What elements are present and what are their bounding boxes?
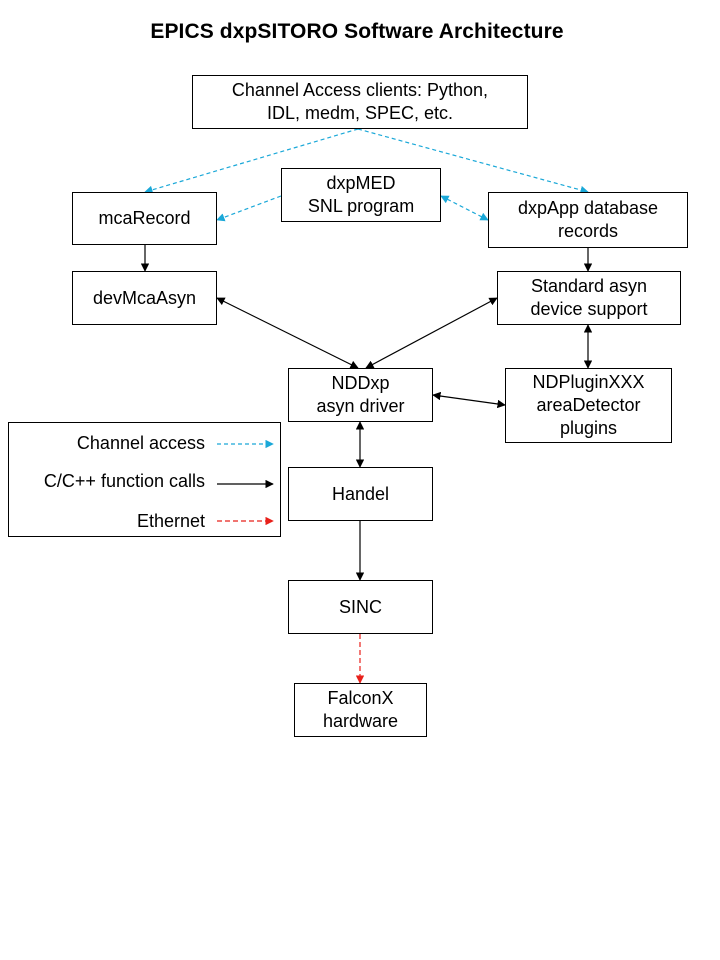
box-ca-clients: Channel Access clients: Python, IDL, med…	[192, 75, 528, 129]
box-line: NDDxp	[331, 373, 390, 393]
box-line: NDPluginXXX	[532, 372, 645, 392]
box-mcarecord: mcaRecord	[72, 192, 217, 245]
box-falconx: FalconX hardware	[294, 683, 427, 737]
box-ndplugin: NDPluginXXX areaDetector plugins	[505, 368, 672, 443]
legend-label-channel-access: Channel access	[76, 433, 205, 453]
arrow-devmcaasyn-nddxp	[216, 297, 359, 369]
box-nddxp: NDDxp asyn driver	[288, 368, 433, 422]
arrow-dxpmed-to-dxpapp	[440, 195, 489, 221]
box-handel: Handel	[288, 467, 433, 521]
legend-label-ethernet: Ethernet	[136, 511, 205, 531]
box-line: dxpMED	[326, 173, 396, 193]
box-devmcaasyn: devMcaAsyn	[72, 271, 217, 325]
box-line: Standard asyn	[530, 276, 648, 296]
legend-swatches	[217, 439, 274, 526]
box-standard-asyn: Standard asyn device support	[497, 271, 681, 325]
box-line: asyn driver	[316, 396, 405, 416]
diagram-title: EPICS dxpSITORO Software Architecture	[150, 20, 564, 43]
box-line: dxpApp database	[517, 198, 659, 218]
box-line: SINC	[338, 596, 382, 617]
box-line: mcaRecord	[98, 208, 191, 228]
arrow-nddxp-ndplugin	[432, 391, 506, 409]
box-dxpapp: dxpApp database records	[488, 192, 688, 248]
box-line: Channel Access clients: Python,	[231, 80, 489, 100]
box-line: devMcaAsyn	[92, 287, 197, 308]
box-line: IDL, medm, SPEC, etc.	[266, 103, 454, 123]
arrow-clients-to-mcarecord	[144, 128, 359, 194]
legend: Channel access C/C++ function calls Ethe…	[8, 422, 281, 537]
box-line: Handel	[331, 483, 390, 504]
arrow-stdasyn-nddxp	[365, 297, 498, 369]
legend-label-function-calls: C/C++ function calls	[43, 471, 205, 491]
arrow-clients-to-dxpapp	[357, 128, 589, 195]
box-line: areaDetector	[536, 395, 641, 415]
box-dxpmed: dxpMED SNL program	[281, 168, 441, 222]
box-sinc: SINC	[288, 580, 433, 634]
box-line: SNL program	[307, 196, 415, 216]
box-line: hardware	[322, 711, 399, 731]
box-line: records	[557, 221, 619, 241]
box-line: FalconX	[327, 688, 394, 708]
box-line: device support	[530, 299, 648, 319]
arrow-dxpmed-to-mcarecord	[216, 195, 282, 222]
box-line: plugins	[559, 418, 618, 438]
